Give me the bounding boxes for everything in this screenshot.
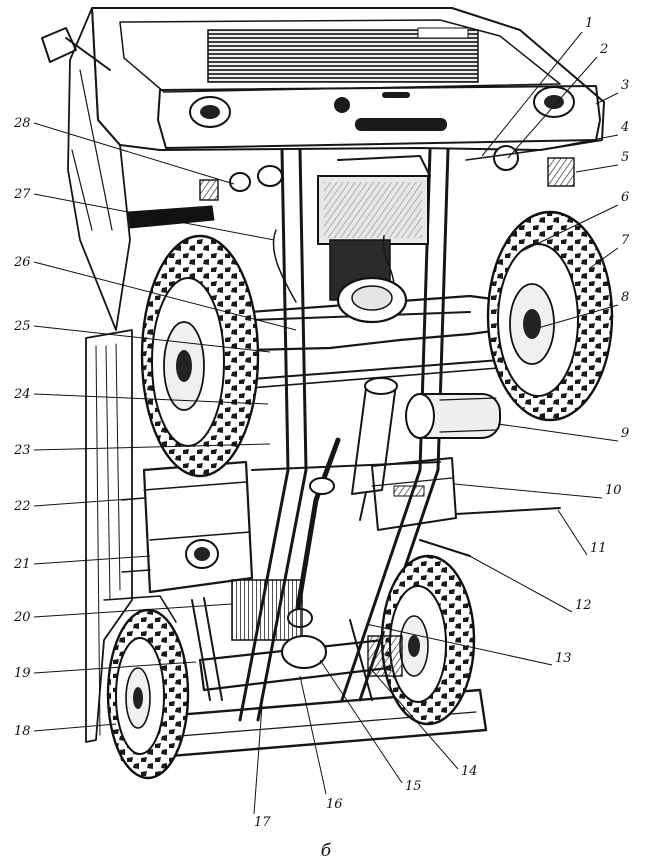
leader-line-11 [557,509,588,556]
leader-line-23 [33,443,271,451]
engine-block [199,145,575,301]
air-tank [405,393,501,439]
leader-line-21 [33,555,151,565]
wheel-front-right [486,210,614,422]
callout-number-14: 14 [461,764,478,779]
callout-number-6: 6 [621,190,629,205]
leader-line-1 [481,31,583,157]
callout-number-23: 23 [13,443,31,458]
cargo-body-side [85,329,177,743]
leader-line-15 [319,659,403,784]
callout-number-17: 17 [254,815,271,830]
leader-line-7 [589,247,619,269]
figure-caption: б [321,841,332,861]
leader-line-22 [33,497,145,507]
callout-number-13: 13 [555,651,572,666]
leader-line-5 [575,164,619,173]
callout-number-11: 11 [590,541,607,556]
callout-number-25: 25 [13,319,31,334]
fuel-tank [121,460,254,594]
callout-number-9: 9 [621,426,629,441]
leader-line-10 [453,483,603,499]
callout-number-21: 21 [13,557,31,572]
leader-line-27 [33,193,275,241]
cab-body [91,7,605,151]
leader-line-18 [33,723,117,732]
callout-number-27: 27 [13,187,31,202]
rear-suspension [191,597,403,701]
callout-number-28: 28 [13,116,31,131]
leader-line-6 [519,204,619,253]
leader-line-17 [253,705,263,815]
callout-leaders [33,31,619,815]
callout-number-22: 22 [13,499,31,514]
battery-box [371,457,457,531]
leader-line-12 [465,553,573,613]
callout-number-15: 15 [405,779,422,794]
leader-line-13 [365,623,553,666]
callout-number-26: 26 [13,255,31,270]
callout-number-5: 5 [621,150,629,165]
callout-number-7: 7 [621,233,630,248]
leader-line-28 [33,122,235,185]
callout-number-4: 4 [620,120,629,135]
wheel-rear-left [106,608,190,780]
rear-axle-housing [198,579,424,692]
leader-line-25 [33,325,271,353]
callout-number-16: 16 [326,797,343,812]
front-axle [239,229,502,389]
leader-line-9 [497,423,619,442]
callout-number-18: 18 [14,724,31,739]
leader-line-20 [33,603,233,618]
leader-line-14 [369,667,459,770]
leader-line-8 [537,304,619,329]
shock-absorber [351,377,398,521]
wheel-rear-right [380,554,476,726]
leader-line-16 [299,675,327,795]
callout-number-1: 1 [585,16,593,31]
leader-line-4 [539,134,619,151]
cab-left-side [41,7,215,331]
callout-labels: 1234567891011121314151617181920212223242… [13,16,630,830]
callout-number-12: 12 [575,598,592,613]
leader-line-26 [33,261,297,331]
leader-line-3 [595,92,619,105]
callout-number-19: 19 [14,666,31,681]
crossmembers [419,507,561,557]
callout-number-10: 10 [605,483,622,498]
leader-line-2 [507,56,598,159]
mirror-icon [41,27,111,71]
callout-number-20: 20 [13,610,31,625]
leader-line-19 [33,661,197,674]
callout-number-2: 2 [599,42,608,57]
callout-number-8: 8 [621,290,629,305]
callout-number-3: 3 [621,78,629,93]
callout-number-24: 24 [13,387,31,402]
wheel-front-left [140,234,260,478]
leader-line-24 [33,393,269,405]
